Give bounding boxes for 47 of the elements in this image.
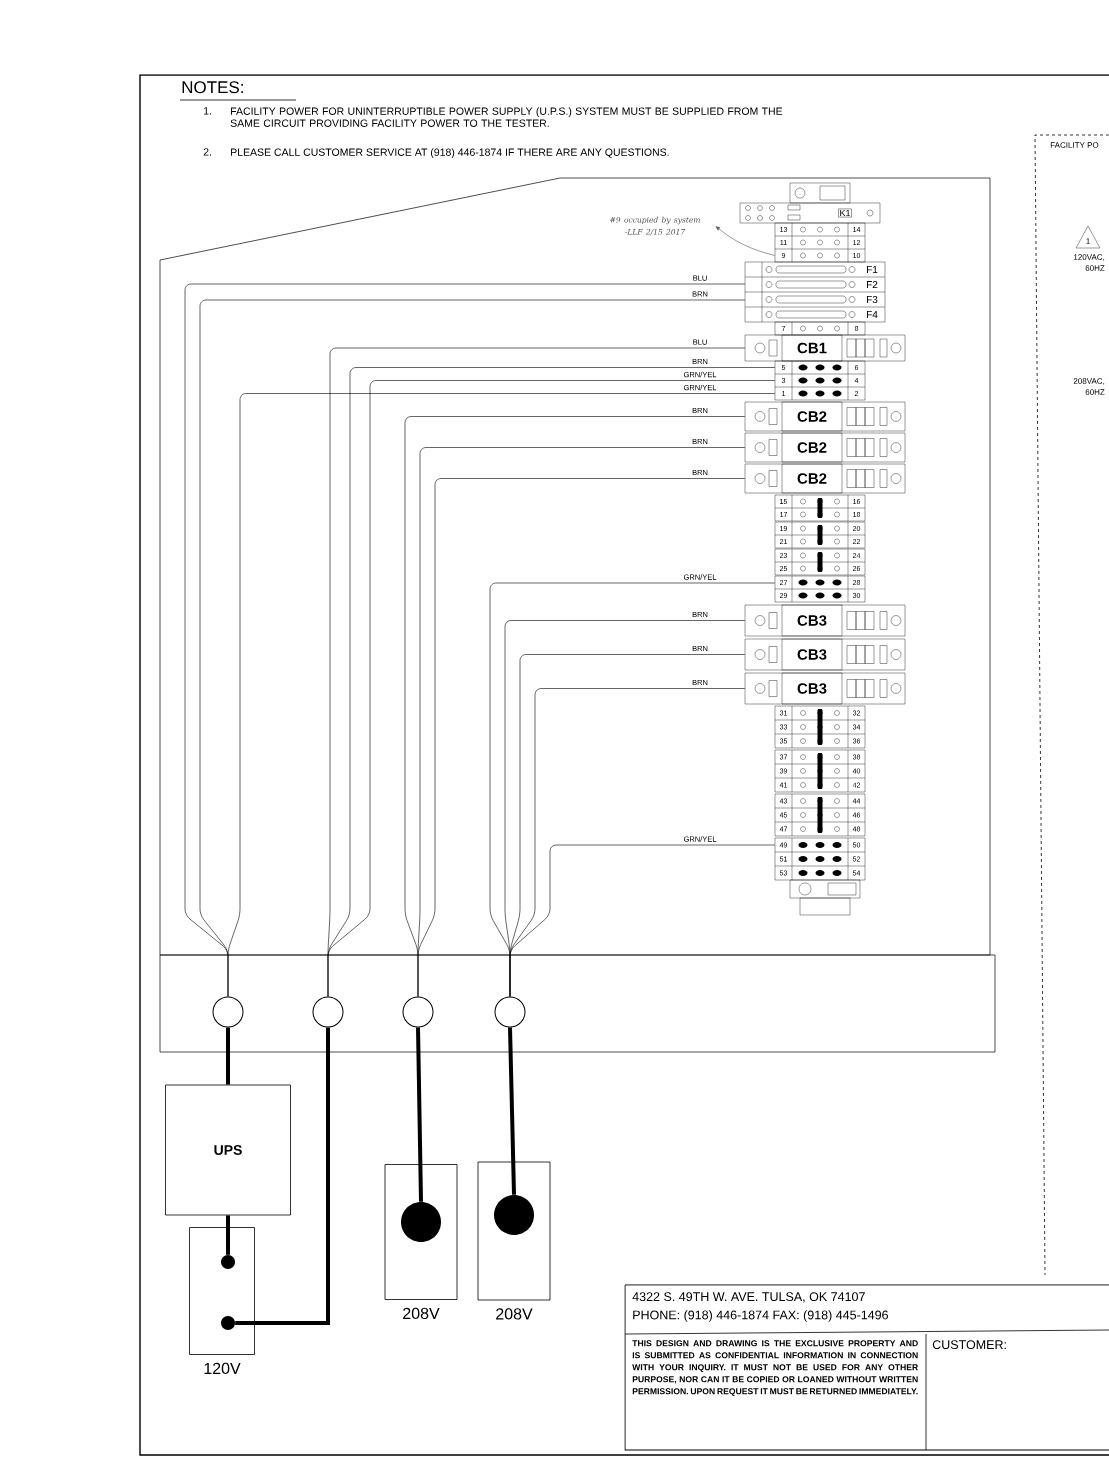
circuit-breaker: CB2 — [744, 401, 906, 432]
voltage-label: 120VAC, — [1074, 254, 1105, 261]
circuit-breaker: CB3 — [744, 672, 906, 705]
terminal-dot — [494, 1195, 534, 1235]
node-label: 208V — [403, 1307, 440, 1320]
cable-gland — [494, 996, 526, 1028]
node-label: 208V — [496, 1308, 533, 1320]
outlet: 208V — [384, 1164, 458, 1320]
circuit-breaker: CB3 — [744, 604, 906, 637]
circuit-breaker: CB1 — [744, 334, 906, 362]
power-cable — [508, 1027, 516, 1195]
terminal-dot — [221, 1255, 235, 1269]
circuit-breaker: CB2 — [744, 432, 906, 463]
wire — [509, 844, 776, 997]
terminal-dot — [221, 1316, 235, 1330]
power-cable — [226, 1215, 230, 1255]
circuit-breaker: CB3 — [744, 638, 906, 671]
wire — [227, 393, 776, 997]
outlet: 208V — [477, 1161, 551, 1320]
terminal-dot — [401, 1202, 441, 1242]
relay: K1 — [739, 202, 881, 224]
disclaimer-text: THIS DESIGN AND DRAWING IS THE EXCLUSIVE PROPERTY AND IS SUBMITTED AS CONFIDENTIAL INFORMATION IN CONNECTION WITH YOUR INQUIRY. IT MUST NOT BE USED FOR ANY OTHER PURPOSE, NOR CAN IT BE COPIED OR LOANED WITHOUT WRITTEN PERMISSION. UPON REQUEST IT MUST BE RETURNED IMMEDIATELY. — [632, 1340, 919, 1396]
fuse-block: F1 F2 F3 F4 — [744, 261, 886, 323]
cable-gland — [212, 996, 244, 1028]
notes-heading: NOTES: — [179, 81, 297, 101]
note-number: 1. — [204, 107, 211, 115]
frequency-label: 60HZ — [1085, 389, 1105, 395]
note-text: FACILITY POWER FOR UNINTERRUPTIBLE POWER SUPPLY (U.P.S.) SYSTEM MUST BE SUPPLIED FROM THE SAME CIRCUIT PROVIDING FACILITY POWER TO THE TESTER. — [230, 107, 783, 127]
warning-triangle: 1 — [1075, 225, 1101, 249]
ups-box: UPS — [165, 1084, 291, 1216]
note-number: 2. — [203, 148, 211, 156]
power-cable — [226, 1027, 230, 1085]
note-text: PLEASE CALL CUSTOMER SERVICE AT (918) 446-1874 IF THERE ARE ANY QUESTIONS. — [231, 148, 669, 158]
handwritten-arrow — [715, 226, 776, 256]
node-label: 120V — [204, 1362, 241, 1375]
outlet: 120V — [189, 1227, 255, 1375]
contact-text: PHONE: (918) 446-1874 FAX: (918) 445-1496 — [633, 1310, 888, 1322]
voltage-label: 208VAC, — [1073, 378, 1105, 385]
cable-gland — [402, 996, 434, 1028]
boundary-label: FACILITY PO — [1050, 142, 1099, 148]
address-text: 4322 S. 49TH W. AVE. TULSA, OK 74107 — [632, 1292, 865, 1303]
cable-gland — [312, 996, 344, 1028]
power-cable — [235, 1027, 330, 1325]
circuit-breaker: CB2 — [744, 463, 906, 494]
customer-label: CUSTOMER: — [932, 1340, 1006, 1350]
frequency-label: 60HZ — [1085, 265, 1105, 271]
power-cable — [416, 1027, 423, 1202]
